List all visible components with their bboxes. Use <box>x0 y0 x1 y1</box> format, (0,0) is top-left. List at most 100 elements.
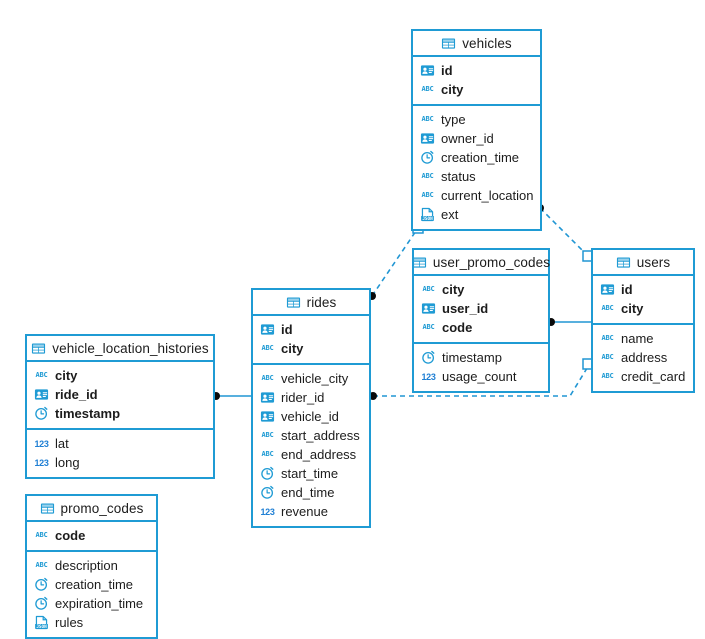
field-row[interactable]: user_id <box>414 299 548 318</box>
abc-icon: ABC <box>261 431 274 439</box>
field-name: user_id <box>442 301 489 316</box>
abc-icon: ABC <box>601 304 614 312</box>
table-header-promo_codes[interactable]: promo_codes <box>27 496 156 522</box>
field-name: start_address <box>281 428 360 443</box>
edge-vehicle_location_histories-to-rides[interactable] <box>212 392 252 400</box>
svg-text:JSON: JSON <box>36 624 47 630</box>
field-name: city <box>281 341 304 356</box>
field-row[interactable]: timestamp <box>27 404 213 423</box>
table-title: vehicle_location_histories <box>52 340 209 356</box>
field-row[interactable]: end_time <box>253 483 369 502</box>
field-row[interactable]: id <box>253 320 369 339</box>
field-row[interactable]: JSON ext <box>413 205 540 224</box>
abc-icon: ABC <box>601 334 614 342</box>
field-row[interactable]: ABC description <box>27 556 156 575</box>
field-row[interactable]: ABC start_address <box>253 426 369 445</box>
field-name: creation_time <box>55 577 134 592</box>
field-row[interactable]: rider_id <box>253 388 369 407</box>
key-icon <box>34 387 49 402</box>
abc-icon: ABC <box>422 323 435 331</box>
field-row[interactable]: id <box>413 61 540 80</box>
field-name: name <box>621 331 654 346</box>
table-header-user_promo_codes[interactable]: user_promo_codes <box>412 250 551 276</box>
table-title: user_promo_codes <box>432 254 551 270</box>
field-row[interactable]: id <box>593 280 693 299</box>
abc-icon: ABC <box>261 344 274 352</box>
field-name: revenue <box>281 504 328 519</box>
key-icon <box>260 390 275 405</box>
field-name: current_location <box>441 188 534 203</box>
field-row[interactable]: ABC current_location <box>413 186 540 205</box>
key-icon <box>420 63 435 78</box>
column-group: ABC description creation_time expiration_ti… <box>27 550 156 637</box>
table-icon <box>441 36 456 51</box>
table-header-users[interactable]: users <box>593 250 693 276</box>
clock-icon <box>260 485 275 500</box>
field-row[interactable]: expiration_time <box>27 594 156 613</box>
key-icon <box>260 409 275 424</box>
field-name: credit_card <box>621 369 686 384</box>
field-row[interactable]: ABC city <box>253 339 369 358</box>
edge-user_promo_codes-to-users[interactable] <box>547 318 592 326</box>
abc-icon: ABC <box>35 371 48 379</box>
field-row[interactable]: creation_time <box>27 575 156 594</box>
table-icon <box>40 501 55 516</box>
table-header-rides[interactable]: rides <box>253 290 369 316</box>
field-row[interactable]: ride_id <box>27 385 213 404</box>
field-name: lat <box>55 436 69 451</box>
field-name: ride_id <box>55 387 98 402</box>
field-name: end_address <box>281 447 357 462</box>
field-row[interactable]: owner_id <box>413 129 540 148</box>
table-header-vehicles[interactable]: vehicles <box>413 31 540 57</box>
abc-icon: ABC <box>35 531 48 539</box>
abc-icon: ABC <box>421 191 434 199</box>
field-row[interactable]: timestamp <box>414 348 548 367</box>
table-title: vehicles <box>462 35 512 51</box>
abc-icon: ABC <box>421 85 434 93</box>
json-icon: JSON <box>34 615 49 630</box>
field-row[interactable]: vehicle_id <box>253 407 369 426</box>
field-name: vehicle_city <box>281 371 349 386</box>
field-name: description <box>55 558 118 573</box>
field-row[interactable]: ABC name <box>593 329 693 348</box>
svg-text:JSON: JSON <box>422 216 433 222</box>
table-title: users <box>636 254 671 270</box>
table-title: rides <box>306 294 337 310</box>
abc-icon: ABC <box>422 285 435 293</box>
abc-icon: ABC <box>35 561 48 569</box>
field-row[interactable]: creation_time <box>413 148 540 167</box>
table-header-vehicle_location_histories[interactable]: vehicle_location_histories <box>27 336 213 362</box>
field-name: ext <box>441 207 459 222</box>
table-title: promo_codes <box>60 500 144 516</box>
field-row[interactable]: start_time <box>253 464 369 483</box>
